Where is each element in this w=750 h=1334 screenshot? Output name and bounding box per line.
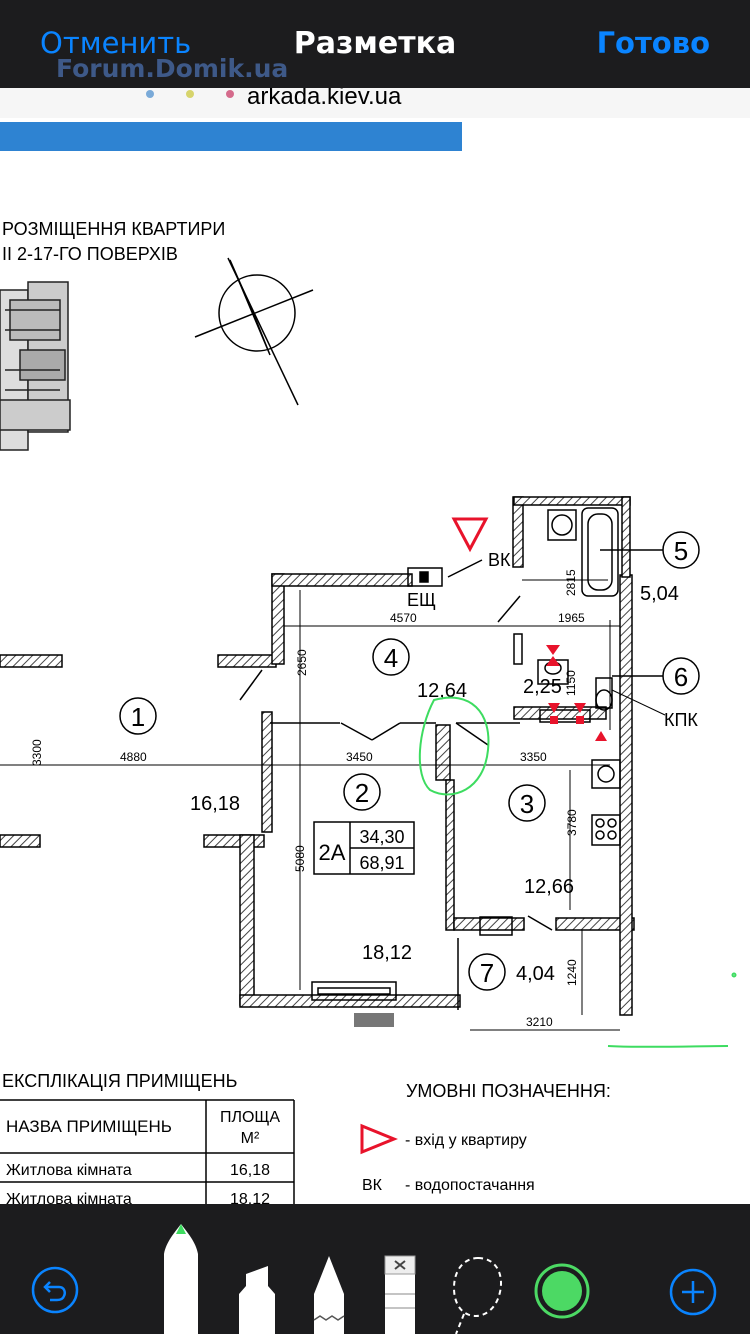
dim-text: 2650 bbox=[295, 649, 309, 676]
undo-icon[interactable] bbox=[30, 1265, 80, 1315]
explication-title: ЕКСПЛІКАЦІЯ ПРИМІЩЕНЬ bbox=[2, 1071, 237, 1091]
dim-text: 3780 bbox=[565, 809, 579, 836]
plus-icon[interactable] bbox=[668, 1267, 718, 1317]
vk-label: ВК bbox=[488, 550, 511, 570]
room-2-number: 2 bbox=[355, 778, 369, 808]
interior-lines bbox=[0, 559, 620, 1031]
apartment-total-area: 68,91 bbox=[359, 853, 404, 873]
dim-text: 3450 bbox=[346, 750, 373, 764]
dim-text: 4880 bbox=[120, 750, 147, 764]
legend-vk-code: ВК bbox=[362, 1177, 383, 1194]
dot-icon bbox=[186, 90, 194, 98]
markup-nav-bar: Отменить Разметка Готово bbox=[0, 0, 750, 88]
dim-text: 4570 bbox=[390, 611, 417, 625]
url-text: arkada.kiev.ua bbox=[247, 88, 402, 110]
dim-text: 1965 bbox=[558, 611, 585, 625]
kpk-label: КПК bbox=[664, 710, 698, 730]
watermark: Forum.Domik.ua bbox=[56, 54, 289, 83]
balcony-mark bbox=[354, 1013, 394, 1027]
apartment-code: 2А bbox=[319, 840, 346, 865]
room-4-area: 12,64 bbox=[417, 680, 467, 702]
room-7-number: 7 bbox=[480, 958, 494, 988]
dim-text: 2815 bbox=[564, 569, 578, 596]
north-arrow-icon bbox=[194, 257, 314, 406]
room-1-area: 16,18 bbox=[190, 793, 240, 815]
cancel-button[interactable]: Отменить bbox=[40, 26, 192, 60]
dim-text: 3350 bbox=[520, 750, 547, 764]
dim-text: 3300 bbox=[30, 739, 44, 766]
dim-text: 3210 bbox=[526, 1015, 553, 1029]
dim-text: 5080 bbox=[293, 845, 307, 872]
eraser-tool-icon[interactable] bbox=[382, 1254, 418, 1334]
table-header-unit: М² bbox=[241, 1130, 260, 1147]
dot-icon bbox=[146, 90, 154, 98]
apartment-living-area: 34,30 bbox=[359, 827, 404, 847]
floor-plan-drawing: arkada.kiev.ua РОЗМІЩЕННЯ КВАРТИРИ ІІ 2-… bbox=[0, 88, 750, 1204]
doc-header-bar bbox=[0, 122, 462, 151]
vent-markers bbox=[546, 645, 607, 741]
marker-tool-icon[interactable] bbox=[236, 1254, 278, 1334]
entry-marker-icon bbox=[451, 517, 489, 553]
browser-address-strip bbox=[0, 88, 750, 118]
user-markup-strokes bbox=[418, 696, 737, 1048]
bathroom-fixtures bbox=[311, 507, 621, 1001]
room-5-area: 5,04 bbox=[640, 583, 679, 605]
table-row-name: Житлова кімната bbox=[6, 1191, 132, 1204]
dim-text: 1150 bbox=[564, 670, 578, 696]
esch-label: ЕЩ bbox=[407, 590, 436, 610]
dim-text: 1240 bbox=[565, 959, 579, 986]
room-2-area: 18,12 bbox=[362, 942, 412, 964]
explication-table bbox=[0, 1099, 295, 1204]
apartment-tag bbox=[313, 821, 415, 875]
table-row-area: 16,18 bbox=[230, 1162, 270, 1179]
markup-toolbar bbox=[0, 1204, 750, 1334]
dot-icon bbox=[226, 90, 234, 98]
dimensions: 4570 1965 4880 3450 3350 3210 2650 3300 … bbox=[30, 569, 585, 1029]
table-header-name: НАЗВА ПРИМІЩЕНЬ bbox=[6, 1117, 172, 1136]
room-6-area: 2,25 bbox=[523, 676, 562, 698]
legend-title: УМОВНІ ПОЗНАЧЕННЯ: bbox=[406, 1081, 611, 1101]
plan-heading-1: РОЗМІЩЕННЯ КВАРТИРИ bbox=[2, 219, 225, 239]
legend-entry-label: - вхід у квартиру bbox=[405, 1132, 527, 1149]
color-picker-icon[interactable] bbox=[533, 1262, 591, 1320]
room-3-area: 12,66 bbox=[524, 876, 574, 898]
table-row-area: 18,12 bbox=[230, 1191, 270, 1204]
legend-vk-desc: - водопостачання bbox=[405, 1177, 535, 1194]
pencil-tool-icon[interactable] bbox=[310, 1254, 348, 1334]
room-7-area: 4,04 bbox=[516, 963, 555, 985]
room-5-number: 5 bbox=[674, 536, 688, 566]
room-6-number: 6 bbox=[674, 662, 688, 692]
table-header-area: ПЛОЩА bbox=[220, 1109, 280, 1126]
lasso-tool-icon[interactable] bbox=[448, 1254, 508, 1334]
table-row-name: Житлова кімната bbox=[6, 1162, 132, 1179]
done-button[interactable]: Готово bbox=[596, 26, 710, 60]
markup-canvas[interactable]: arkada.kiev.ua РОЗМІЩЕННЯ КВАРТИРИ ІІ 2-… bbox=[0, 88, 750, 1204]
room-1-number: 1 bbox=[131, 702, 145, 732]
pen-tool-icon[interactable] bbox=[160, 1220, 202, 1334]
walls bbox=[0, 496, 635, 1016]
plan-heading-2: ІІ 2-17-ГО ПОВЕРХІВ bbox=[2, 244, 178, 264]
room-3-number: 3 bbox=[520, 789, 534, 819]
room-4-number: 4 bbox=[384, 643, 398, 673]
shaft-boxes bbox=[407, 567, 591, 723]
building-key-plan bbox=[0, 281, 71, 451]
legend-entry-icon bbox=[360, 1123, 398, 1155]
